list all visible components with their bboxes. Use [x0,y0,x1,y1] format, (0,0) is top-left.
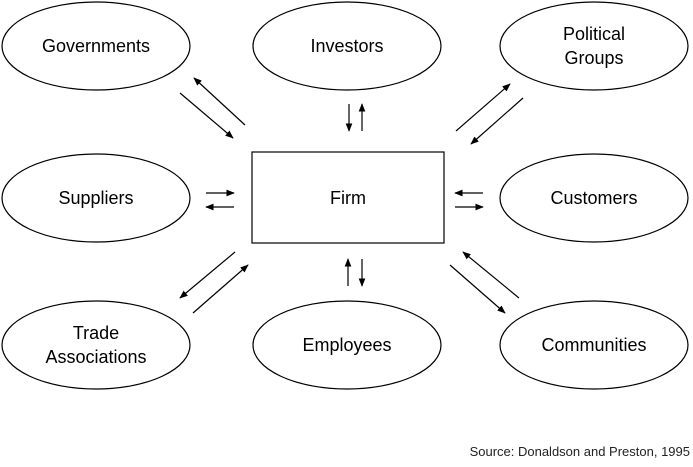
node-employees: Employees [252,300,442,390]
node-label: Investors [310,36,383,56]
node-label: Political [563,24,625,44]
node-label: Trade [73,323,119,343]
node-label: Suppliers [58,188,133,208]
node-label: Groups [564,48,623,68]
node-suppliers: Suppliers [1,153,191,243]
node-trade-associations: Trade Associations [1,300,191,390]
source-citation: Source: Donaldson and Preston, 1995 [470,444,690,459]
node-label: Associations [45,347,146,367]
arrow-governments-to-firm [179,92,234,139]
node-governments: Governments [1,1,191,91]
node-label: Governments [42,36,150,56]
node-customers: Customers [499,153,689,243]
arrow-trade-associations-to-firm [192,264,249,314]
node-firm: Firm [251,151,445,244]
node-label: Communities [541,335,646,355]
firm-label: Firm [330,188,366,208]
node-label: Customers [550,188,637,208]
arrow-firm-to-political-groups [455,83,511,132]
arrow-firm-to-trade-associations [179,251,236,299]
node-investors: Investors [252,1,442,91]
arrow-communities-to-firm [462,251,520,299]
node-political-groups: Political Groups [499,1,689,91]
node-label: Employees [302,335,391,355]
node-communities: Communities [499,300,689,390]
arrow-firm-to-governments [193,77,246,126]
arrow-firm-to-communities [449,264,506,314]
arrow-political-groups-to-firm [470,97,524,145]
